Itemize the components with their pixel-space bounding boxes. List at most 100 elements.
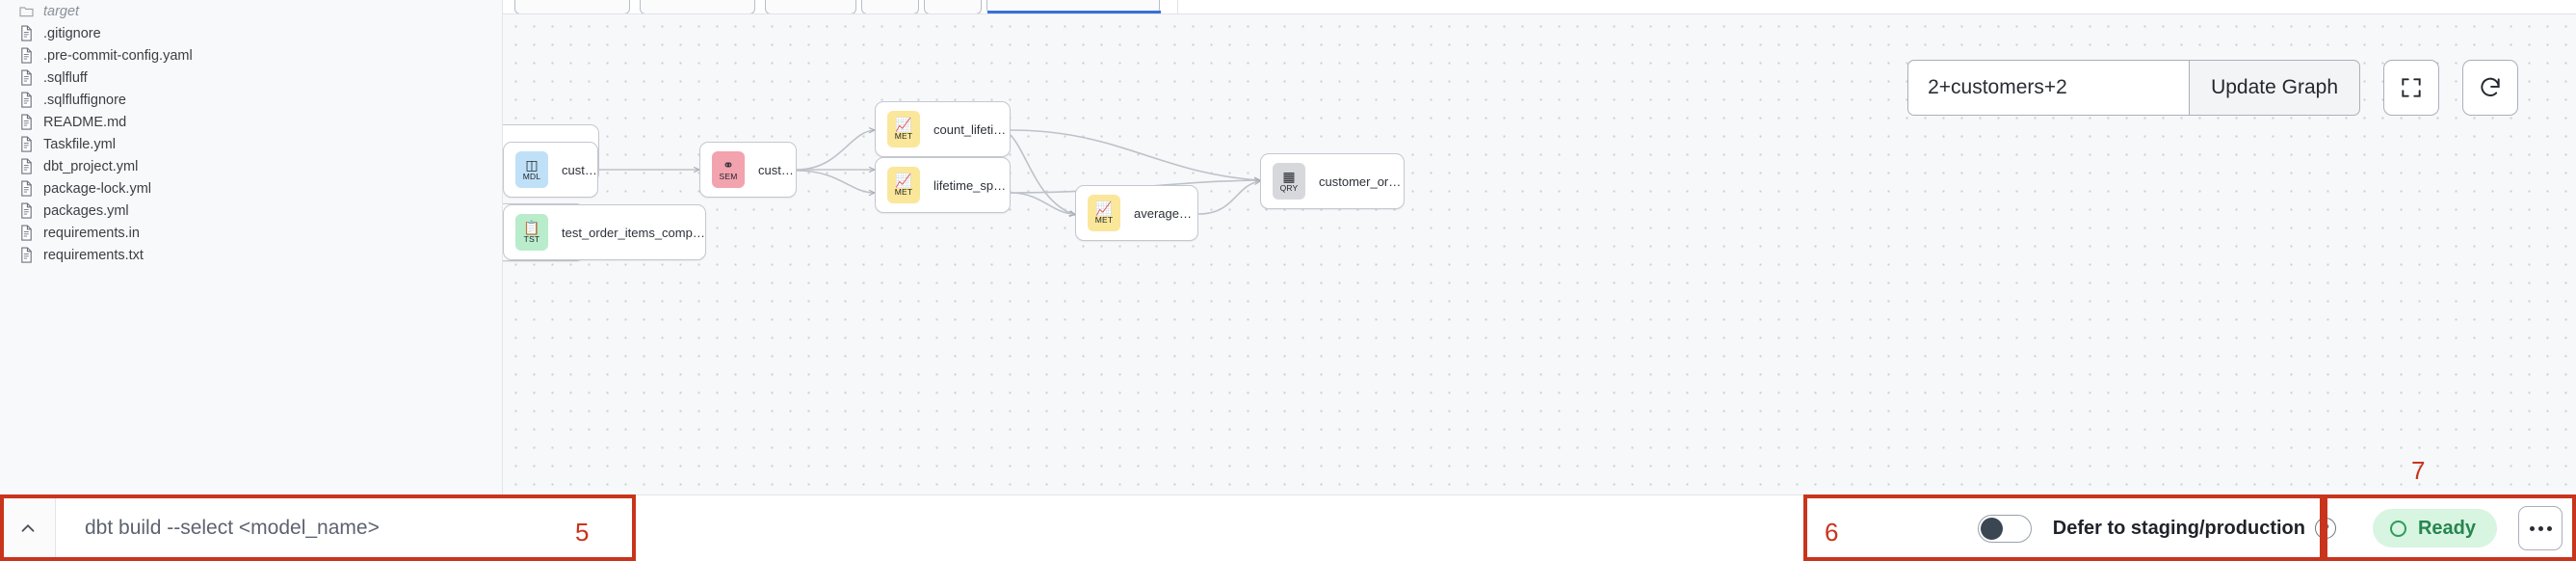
graph-node-label: average_order_value [1134, 205, 1197, 221]
bottom-command-bar: dbt build --select <model_name> Defer to… [0, 494, 2576, 561]
question-circle-icon[interactable]: ? [2314, 518, 2336, 539]
file-list-item[interactable]: package-lock.yml [0, 177, 502, 200]
file-icon [19, 114, 40, 131]
ellipsis-dot [2529, 525, 2535, 531]
refresh-icon-button[interactable] [2462, 60, 2518, 116]
lineage-graph-canvas[interactable]: tg_customers orders ◫ MDL customers 📋 TS… [503, 0, 2576, 494]
editor-tab[interactable] [514, 0, 630, 13]
file-name: .sqlfluffignore [43, 92, 126, 108]
model-badge: ◫ MDL [515, 151, 548, 188]
graph-node-label: lifetime_spend_pretax [933, 177, 1010, 193]
graph-toolbar: Update Graph [1907, 60, 2518, 116]
clipboard-icon: 📋 [523, 219, 540, 235]
file-icon [21, 25, 32, 41]
defer-label: Defer to staging/production [2052, 517, 2305, 539]
file-list-item[interactable]: .pre-commit-config.yaml [0, 44, 502, 67]
graph-node-customer-order-metrics[interactable]: ▦ QRY customer_order_metrics [1260, 153, 1405, 209]
badge-type-label: SEM [719, 171, 738, 181]
file-icon [19, 247, 40, 264]
badge-type-label: MET [894, 130, 913, 141]
file-icon [19, 92, 40, 109]
file-name: Taskfile.yml [43, 136, 116, 152]
graph-selector-input[interactable] [1907, 60, 2190, 116]
command-input[interactable]: dbt build --select <model_name> [85, 517, 380, 539]
editor-tab[interactable] [640, 0, 755, 13]
test-badge: 📋 TST [515, 214, 548, 251]
bar-chart-icon: 📈 [895, 116, 912, 132]
badge-type-label: TST [523, 233, 540, 244]
file-icon [21, 69, 32, 86]
semantic-model-icon: ⚭ [723, 156, 734, 173]
file-list-item[interactable]: dbt_project.yml [0, 155, 502, 177]
editor-tab[interactable] [861, 0, 919, 13]
folder-icon [19, 7, 34, 17]
fullscreen-icon-button[interactable] [2383, 60, 2439, 116]
status-ring-icon [2389, 520, 2406, 537]
badge-type-label: MET [894, 186, 913, 197]
metric-badge: 📈 MET [887, 167, 920, 203]
file-icon [21, 180, 32, 197]
graph-node-label: customers [562, 162, 597, 177]
file-icon [19, 180, 40, 198]
graph-node-test-order-items[interactable]: 📋 TST test_order_items_compute_to_bools.… [503, 204, 706, 260]
file-name: requirements.in [43, 225, 140, 241]
graph-node-label: count_lifetime_orders [933, 121, 1010, 137]
selector-group: Update Graph [1907, 60, 2360, 116]
file-list-item[interactable]: packages.yml [0, 200, 502, 222]
graph-node-lifetime-spend-pretax[interactable]: 📈 MET lifetime_spend_pretax [875, 157, 1011, 213]
bottom-bar-right-group: Defer to staging/production ? Ready [1977, 495, 2576, 561]
metric-badge: 📈 MET [1088, 195, 1120, 231]
chevron-up-icon [21, 523, 34, 532]
bar-chart-icon: 📈 [895, 172, 912, 188]
cube-icon: ◫ [525, 156, 539, 173]
bar-chart-icon: 📈 [1095, 200, 1113, 216]
file-list-item[interactable]: Taskfile.yml [0, 133, 502, 155]
graph-node-customers-model[interactable]: ◫ MDL customers [503, 142, 598, 198]
fullscreen-icon [2402, 78, 2421, 97]
editor-tab[interactable] [765, 0, 856, 13]
badge-type-label: MDL [522, 171, 541, 181]
update-graph-button[interactable]: Update Graph [2189, 60, 2360, 116]
active-tab-indicator [987, 11, 1161, 13]
file-name: packages.yml [43, 202, 129, 219]
ellipsis-dot [2537, 525, 2543, 531]
file-list-item[interactable]: .gitignore [0, 22, 502, 44]
file-icon [19, 158, 40, 175]
file-list-item[interactable]: requirements.txt [0, 244, 502, 266]
file-list-item[interactable]: .sqlfluff [0, 67, 502, 89]
ellipsis-dot [2546, 525, 2552, 531]
defer-toggle[interactable] [1977, 514, 2032, 543]
file-name: .gitignore [43, 25, 101, 41]
file-icon [19, 25, 40, 42]
toggle-knob [1980, 517, 2003, 540]
graph-node-count-lifetime-orders[interactable]: 📈 MET count_lifetime_orders [875, 101, 1011, 157]
graph-node-average-order-value[interactable]: 📈 MET average_order_value [1075, 185, 1198, 241]
editor-tab[interactable] [924, 0, 982, 13]
file-name: target [43, 3, 80, 19]
file-icon [19, 47, 40, 65]
file-list-item[interactable]: target [0, 0, 502, 22]
more-options-button[interactable] [2518, 506, 2563, 550]
file-icon [21, 92, 32, 108]
editor-tab-active[interactable] [986, 0, 1161, 13]
query-badge: ▦ QRY [1273, 163, 1305, 200]
query-icon: ▦ [1282, 168, 1296, 184]
metric-badge: 📈 MET [887, 111, 920, 147]
graph-node-label: test_order_items_compute_to_bools... [562, 225, 705, 240]
file-icon [19, 69, 40, 87]
file-icon [21, 158, 32, 174]
file-explorer-panel: target .gitignore .pre-commit-config.yaml.… [0, 0, 503, 494]
graph-node-label: customer_order_metrics [1319, 174, 1404, 189]
status-badge[interactable]: Ready [2372, 509, 2497, 548]
file-icon [19, 202, 40, 220]
file-list-item[interactable]: README.md [0, 111, 502, 133]
file-icon [21, 47, 32, 64]
graph-node-customers-semantic[interactable]: ⚭ SEM customers [699, 142, 797, 198]
file-name: .pre-commit-config.yaml [43, 47, 193, 64]
file-name: dbt_project.yml [43, 158, 139, 174]
file-list-item[interactable]: requirements.in [0, 222, 502, 244]
expand-console-button[interactable] [0, 494, 56, 561]
file-icon [19, 225, 40, 242]
refresh-icon [2481, 77, 2500, 96]
file-list-item[interactable]: .sqlfluffignore [0, 89, 502, 111]
